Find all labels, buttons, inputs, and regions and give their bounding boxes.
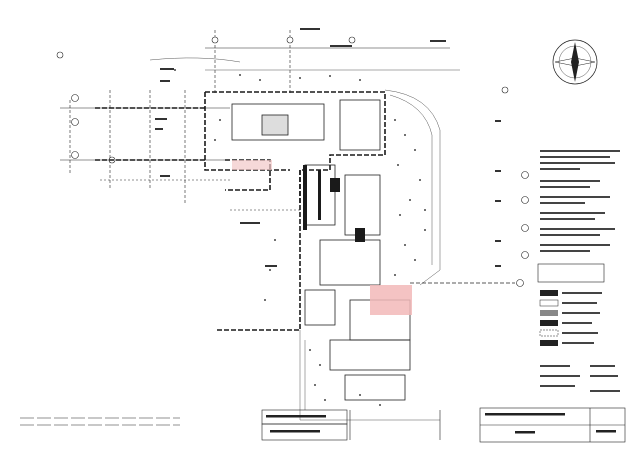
- legend-notes: [540, 150, 620, 252]
- grid-lines: [60, 30, 450, 211]
- grid-bubbles: [56, 36, 356, 164]
- courtyard-blocks: [231, 99, 411, 401]
- legend-lower-notes: [540, 365, 620, 392]
- compass-rose-icon: [552, 39, 598, 85]
- legend-boxed-note: [537, 263, 605, 283]
- legend-symbols: [539, 290, 602, 346]
- landscape-dots: [174, 69, 426, 406]
- right-grid-bubbles: [501, 86, 529, 259]
- highlight-zone-secondary: [232, 160, 272, 170]
- highlight-zone: [370, 285, 412, 315]
- building-outline: [95, 91, 386, 331]
- wall-strip: [303, 165, 365, 242]
- scale-bar: [20, 417, 180, 426]
- title-block: [261, 407, 626, 443]
- title-block-text-marks: [266, 413, 616, 434]
- leader-bubble: [516, 279, 524, 287]
- annotation-marks: [155, 28, 501, 267]
- landscape-hatch: [149, 57, 460, 421]
